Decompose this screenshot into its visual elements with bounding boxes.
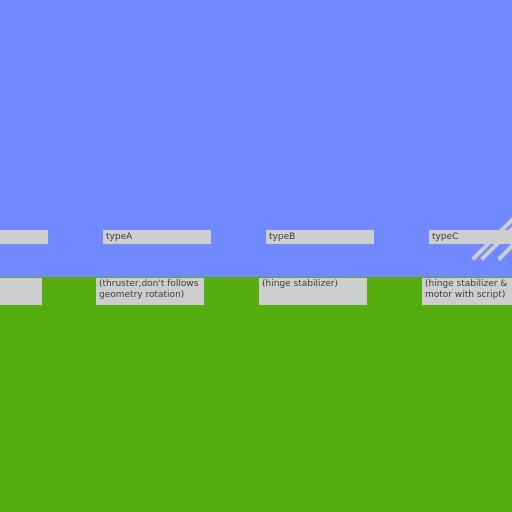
strut-lines bbox=[471, 217, 512, 261]
strut-line-2 bbox=[480, 226, 512, 261]
diagonal-strut-icon bbox=[471, 217, 512, 261]
typeA-description-line-2: geometry rotation) bbox=[99, 290, 185, 300]
strut-line-3 bbox=[497, 243, 512, 261]
ground-plane bbox=[0, 277, 512, 512]
platform-left-lower bbox=[0, 278, 42, 305]
typeA-description: (thruster,don't follows geometry rotatio… bbox=[96, 278, 204, 305]
typeB-description: (hinge stabilizer) bbox=[259, 278, 367, 305]
typeB-description-line-1: (hinge stabilizer) bbox=[262, 279, 338, 289]
typeC-description: (hinge stabilizer & motor with script) bbox=[422, 278, 512, 305]
typeC-description-line-1: (hinge stabilizer & bbox=[425, 279, 508, 289]
typeA-label: typeA bbox=[103, 230, 211, 244]
sky-background bbox=[0, 0, 512, 277]
platform-left-upper bbox=[0, 230, 48, 244]
typeA-description-line-1: (thruster,don't follows bbox=[99, 279, 199, 289]
strut-line-1 bbox=[471, 217, 512, 261]
typeB-label: typeB bbox=[266, 230, 374, 244]
typeC-description-line-2: motor with script) bbox=[425, 290, 506, 300]
